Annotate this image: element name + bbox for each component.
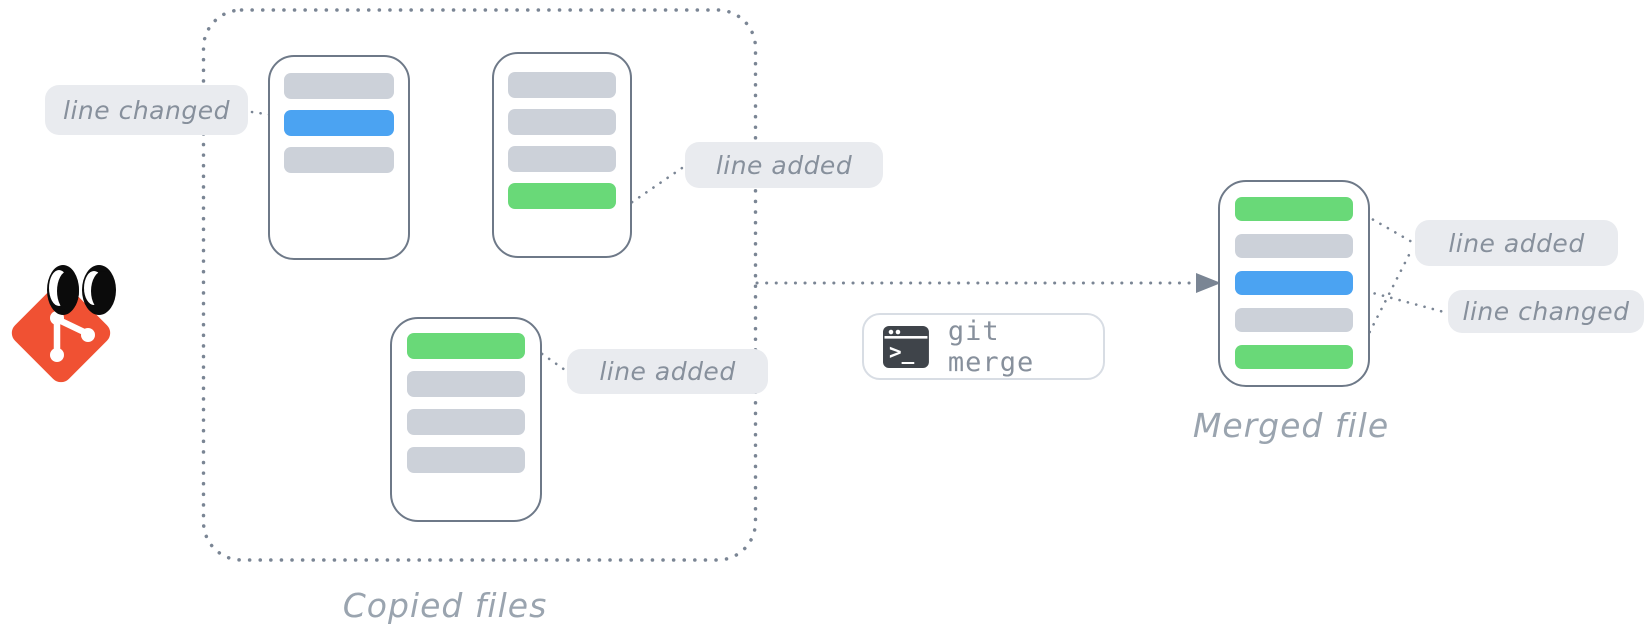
connector-merged-green-top [1356, 209, 1414, 244]
file-line-gray [508, 72, 616, 98]
file-line-gray [284, 147, 394, 173]
file-line-gray [284, 73, 394, 99]
connector-merged-blue [1356, 287, 1446, 314]
git-merge-command-text: git merge [947, 315, 1035, 378]
file-line-blue [284, 110, 394, 136]
file-line-gray [1235, 308, 1353, 332]
copied-files-container [201, 8, 758, 562]
annotation-line-added-right: line added [1415, 220, 1618, 266]
file-line-green [1235, 197, 1353, 221]
googly-eyes-icon [47, 265, 116, 315]
connector-line-added-top [623, 166, 684, 209]
file-line-gray [508, 109, 616, 135]
annotation-line-added-bottom: line added [567, 349, 768, 394]
file-line-gray [407, 447, 525, 473]
file-line-gray [407, 409, 525, 435]
annotation-line-added-top: line added [685, 142, 883, 188]
file-line-blue [1235, 271, 1353, 295]
terminal-prompt-glyph: >_ [889, 339, 915, 363]
copied-file-card-1 [268, 55, 410, 260]
terminal-icon: >_ [883, 325, 929, 368]
file-line-green [1235, 345, 1353, 369]
file-line-gray [1235, 234, 1353, 258]
annotation-line-changed-right: line changed [1448, 290, 1644, 333]
file-line-green [407, 333, 525, 359]
copied-file-card-3 [390, 317, 542, 522]
git-diamond [11, 283, 111, 383]
merged-file-card [1218, 180, 1370, 387]
file-line-green [508, 183, 616, 209]
annotation-line-changed-left: line changed [45, 85, 248, 135]
copied-files-caption: Copied files [342, 586, 548, 625]
merge-arrow-head [1196, 273, 1221, 293]
git-logo-icon [11, 265, 116, 383]
connector-merged-green-bottom [1356, 247, 1414, 357]
merged-file-caption: Merged file [1192, 406, 1390, 445]
file-line-gray [508, 146, 616, 172]
git-merge-button[interactable]: >_ git merge [862, 313, 1105, 380]
git-branch-glyph [50, 311, 95, 362]
file-line-gray [407, 371, 525, 397]
copied-file-card-2 [492, 52, 632, 258]
